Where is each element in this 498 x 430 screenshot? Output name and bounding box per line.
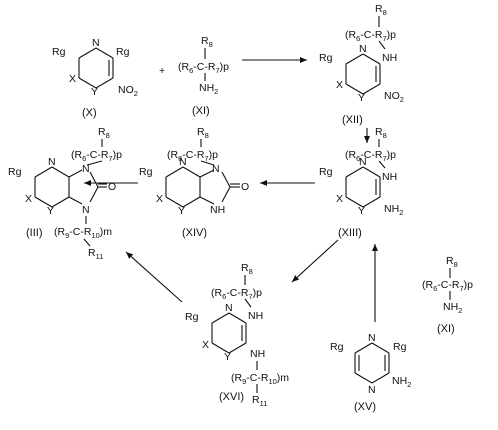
compound-x-ring xyxy=(78,47,114,89)
rg-right-label: Rg xyxy=(393,341,407,353)
atom-n: N xyxy=(48,156,56,168)
compound-xv: N N Rg Rg NH2 (XV) xyxy=(330,332,411,413)
compound-xi-top: R8 (R6-C-R7)p NH2 (XI) xyxy=(178,35,229,117)
atom-n: N xyxy=(82,204,90,216)
r8-label: R8 xyxy=(201,35,213,49)
rg-label: Rg xyxy=(319,52,333,64)
r8-label: R8 xyxy=(446,255,458,269)
rg-label: Rg xyxy=(8,166,22,178)
r6-r7-group: (R6-C-R7)p xyxy=(167,149,218,163)
compound-label-x: (X) xyxy=(82,107,97,119)
compound-xiv: R8 (R6-C-R7)p N N X Y O NH Rg (XIV) xyxy=(139,126,249,239)
atom-x: X xyxy=(156,193,163,205)
atom-n: N xyxy=(92,37,100,49)
atom-n: N xyxy=(368,332,376,344)
atom-y: Y xyxy=(47,205,54,217)
nh-label: NH xyxy=(210,204,225,216)
compound-xvi: R8 (R6-C-R7)p NH N X Y Rg NH (R9-C-R10)m… xyxy=(185,262,289,408)
rg-left-label: Rg xyxy=(330,341,344,353)
compound-label-xi-top: (XI) xyxy=(192,105,210,117)
r6-r7-group: (R6-C-R7)p xyxy=(71,149,122,163)
compound-xiii-ring xyxy=(345,166,381,208)
compound-label-xiii: (XIII) xyxy=(338,227,362,239)
atom-n: N xyxy=(359,43,367,55)
atom-n: N xyxy=(225,302,233,314)
atom-n: N xyxy=(179,156,187,168)
nh-label: NH xyxy=(248,310,263,322)
rg-label: Rg xyxy=(139,166,153,178)
compound-label-xiv: (XIV) xyxy=(182,227,207,239)
nh2-label: NH2 xyxy=(384,203,403,217)
no2-label: NO2 xyxy=(384,90,404,104)
arrow-xvi-to-iii xyxy=(125,251,183,303)
compound-xiv-rings xyxy=(165,166,240,208)
atom-y: Y xyxy=(91,86,98,98)
compound-xii: R8 (R6-C-R7)p NH N X Y Rg NO2 (XII) xyxy=(319,3,404,126)
compound-xii-ring xyxy=(345,53,381,95)
nh-label: NH xyxy=(250,348,265,360)
nh-label: NH xyxy=(382,171,397,183)
atom-x: X xyxy=(336,193,343,205)
carbonyl-o: O xyxy=(108,181,116,193)
nh2-label: NH2 xyxy=(443,301,462,315)
r8-label: R8 xyxy=(375,3,387,17)
compound-iii: R8 (R6-C-R7)p N N X Y O N Rg (R9-C-R10)m… xyxy=(8,126,122,261)
compound-label-xii: (XII) xyxy=(342,114,363,126)
atom-n: N xyxy=(212,163,220,175)
compound-label-iii: (III) xyxy=(26,227,43,239)
atom-x: X xyxy=(336,79,343,91)
atom-n: N xyxy=(359,156,367,168)
compound-x: N X Y Rg Rg NO2 (X) xyxy=(52,37,138,119)
compound-label-xi-right: (XI) xyxy=(437,323,455,335)
atom-n: N xyxy=(82,163,90,175)
plus-sign: + xyxy=(159,65,165,77)
compound-iii-rings xyxy=(34,166,107,208)
nh2-label: NH2 xyxy=(392,375,411,389)
atom-x: X xyxy=(202,339,209,351)
r11-label: R11 xyxy=(88,247,103,261)
r9-r10-group: (R9-C-R10)m xyxy=(54,226,112,240)
atom-y: Y xyxy=(358,205,365,217)
compound-xi-right: R8 (R6-C-R7)p NH2 (XI) xyxy=(422,255,473,335)
rg-left-label: Rg xyxy=(52,46,66,58)
r6-r7-group: (R6-C-R7)p xyxy=(211,287,262,301)
r9-r10-group: (R9-C-R10)m xyxy=(231,372,289,386)
rg-label: Rg xyxy=(185,311,199,323)
compound-label-xvi: (XVI) xyxy=(219,391,244,403)
r6-r7-group: (R6-C-R7)p xyxy=(422,279,473,293)
atom-x: X xyxy=(25,193,32,205)
carbonyl-o: O xyxy=(241,181,249,193)
compound-xiii: R8 (R6-C-R7)p NH N X Y Rg NH2 (XIII) xyxy=(319,126,403,239)
r6-r7-group: (R6-C-R7)p xyxy=(345,149,396,163)
nh2-label: NH2 xyxy=(199,82,218,96)
no2-label: NO2 xyxy=(118,84,138,98)
r6-r7-group: (R6-C-R7)p xyxy=(178,61,229,75)
atom-y: Y xyxy=(224,351,231,363)
compound-xvi-ring xyxy=(211,312,247,354)
atom-x: X xyxy=(69,73,76,85)
atom-y: Y xyxy=(178,205,185,217)
rg-label: Rg xyxy=(319,166,333,178)
r6-r7-group: (R6-C-R7)p xyxy=(345,29,396,43)
r11-label: R11 xyxy=(252,394,267,408)
r8-label: R8 xyxy=(197,126,209,140)
nh-label: NH xyxy=(382,52,397,64)
r8-label: R8 xyxy=(98,126,110,140)
r8-label: R8 xyxy=(241,262,253,276)
atom-n: N xyxy=(368,384,376,396)
rg-right-label: Rg xyxy=(116,46,130,58)
r8-label: R8 xyxy=(375,126,387,140)
compound-label-xv: (XV) xyxy=(354,401,376,413)
compound-xv-ring xyxy=(354,342,390,384)
atom-y: Y xyxy=(358,92,365,104)
arrow-xiii-to-xvi xyxy=(291,239,339,283)
